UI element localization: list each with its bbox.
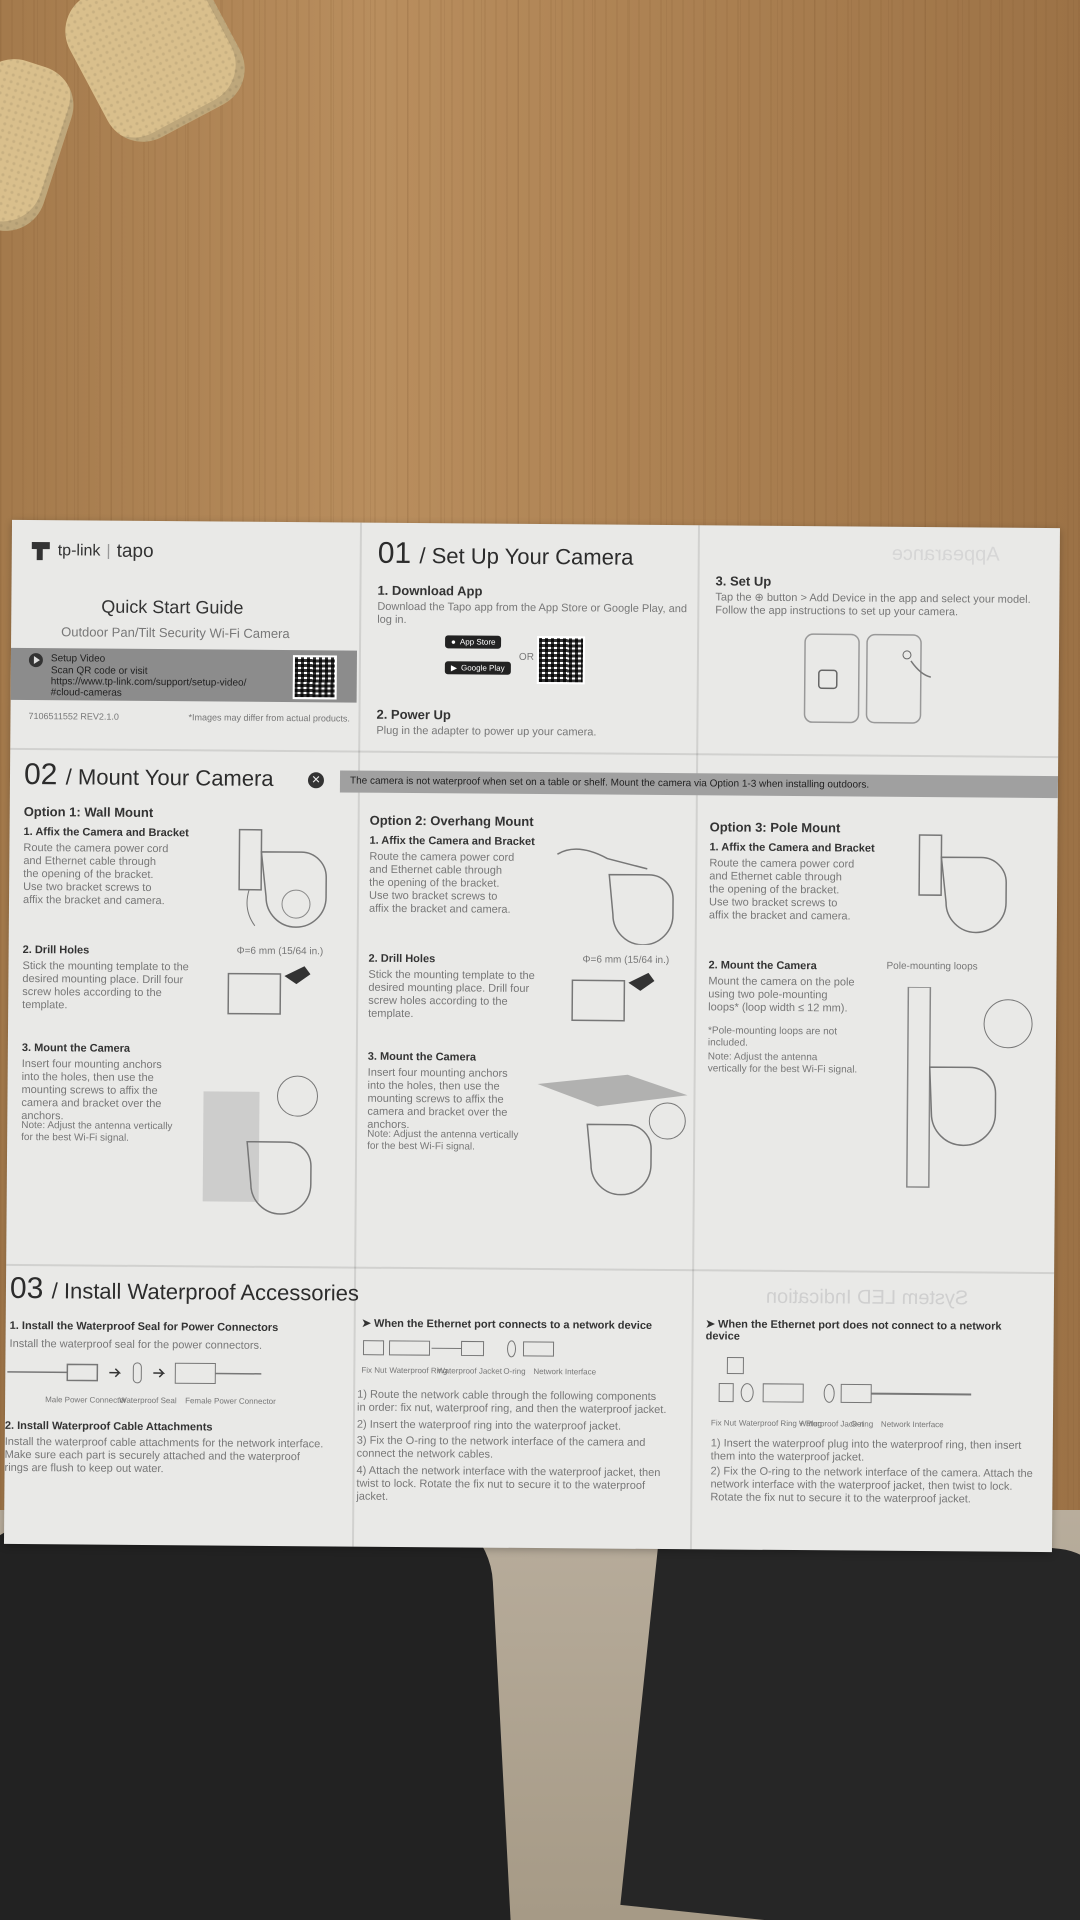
play-store-icon: ▶ bbox=[450, 663, 458, 673]
warning-icon: ✕ bbox=[307, 772, 325, 789]
option-1-drill-body: Stick the mounting template to the desir… bbox=[22, 959, 189, 1012]
section-03-title: 03 / Install Waterproof Accessories bbox=[9, 1271, 360, 1306]
option-2-drill-body: Stick the mounting template to the desir… bbox=[368, 968, 535, 1021]
eth-not-connected-parts-diagram bbox=[718, 1357, 972, 1404]
waterproof-seal-label: Waterproof Seal bbox=[119, 1395, 177, 1406]
or-label: OR bbox=[518, 651, 534, 663]
option-2-antenna-note: Note: Adjust the antenna vertically for … bbox=[367, 1128, 519, 1153]
cable-title: 2. Install Waterproof Cable Attachments bbox=[4, 1419, 213, 1434]
apple-icon: ● bbox=[451, 637, 456, 647]
play-icon bbox=[28, 653, 43, 668]
download-app-body: Download the Tapo app from the App Store… bbox=[377, 600, 688, 626]
option-1-affix-title: 1. Affix the Camera and Bracket bbox=[23, 825, 189, 840]
seal-body: Install the waterproof seal for the powe… bbox=[9, 1337, 263, 1352]
eth-connected-step-3: 3) Fix the O-ring to the network interfa… bbox=[356, 1434, 646, 1461]
male-connector-label: Male Power Connector bbox=[45, 1395, 127, 1405]
setup-video-label: Setup Video bbox=[50, 653, 106, 665]
power-up-title: 2. Power Up bbox=[376, 706, 451, 723]
setup-video-url-anchor: #cloud-cameras bbox=[50, 687, 122, 699]
guide-title: Quick Start Guide bbox=[101, 596, 244, 618]
option-2-affix-title: 1. Affix the Camera and Bracket bbox=[369, 834, 535, 848]
female-connector-label: Female Power Connector bbox=[185, 1396, 276, 1406]
download-app-title: 1. Download App bbox=[377, 582, 483, 599]
tplink-wordmark: tp-link bbox=[57, 542, 101, 560]
set-up-title: 3. Set Up bbox=[715, 573, 772, 589]
eth-connected-step-4: 4) Attach the network interface with the… bbox=[356, 1464, 661, 1503]
eth-not-connected-part-4: O-ring bbox=[850, 1419, 874, 1429]
option-3-mount-title: 2. Mount the Camera bbox=[708, 959, 817, 973]
eth-connected-part-4: O-ring bbox=[503, 1366, 526, 1376]
option-1-antenna-note: Note: Adjust the antenna vertically for … bbox=[21, 1119, 173, 1144]
tplink-logo: tp-link | tapo bbox=[30, 540, 154, 563]
section-02-title: 02 / Mount Your Camera bbox=[23, 757, 274, 792]
plush-toy-leg bbox=[51, 0, 259, 156]
disclaimer: *Images may differ from actual products. bbox=[188, 712, 350, 724]
eth-not-connected-step-1: 1) Insert the waterproof plug into the w… bbox=[710, 1437, 1022, 1464]
ghost-system-led-heading: System LED Indication bbox=[765, 1285, 969, 1310]
overhang-drill-illustration bbox=[571, 972, 655, 1022]
pants-right bbox=[620, 1507, 1080, 1920]
pole-loops-note: *Pole-mounting loops are not included. bbox=[707, 1025, 838, 1049]
eth-connected-parts-diagram bbox=[362, 1340, 555, 1358]
eth-connected-step-1: 1) Route the network cable through the f… bbox=[357, 1388, 667, 1417]
quick-start-guide-sheet: tp-link | tapo Quick Start Guide Outdoor… bbox=[3, 519, 1060, 1553]
section-01-title: 01 / Set Up Your Camera bbox=[377, 536, 634, 571]
guide-subtitle: Outdoor Pan/Tilt Security Wi-Fi Camera bbox=[61, 624, 290, 642]
wall-drill-illustration bbox=[227, 966, 311, 1015]
eth-connected-step-2: 2) Insert the waterproof ring into the w… bbox=[356, 1418, 622, 1433]
plush-toy-leg bbox=[0, 48, 84, 242]
option-1-title: Option 1: Wall Mount bbox=[23, 803, 154, 821]
phone-app-illustration bbox=[803, 633, 931, 724]
pole-mount-camera-illustration bbox=[906, 986, 1033, 1188]
tapo-wordmark: tapo bbox=[116, 540, 154, 562]
pole-affix-illustration bbox=[918, 834, 1007, 934]
wall-mount-camera-illustration bbox=[202, 1075, 318, 1215]
google-play-badge[interactable]: ▶Google Play bbox=[444, 661, 511, 675]
seal-title: 1. Install the Waterproof Seal for Power… bbox=[9, 1319, 279, 1334]
eth-connected-part-3: Waterproof Jacket bbox=[437, 1366, 503, 1376]
option-1-affix-body: Route the camera power cord and Ethernet… bbox=[22, 841, 169, 908]
eth-not-connected-part-5: Network Interface bbox=[880, 1419, 944, 1430]
overhang-mount-camera-illustration bbox=[537, 1074, 688, 1196]
ghost-appearance-heading: Appearance bbox=[891, 542, 1000, 566]
set-up-body: Tap the ⊕ button > Add Device in the app… bbox=[715, 591, 1031, 619]
app-store-badge[interactable]: ●App Store bbox=[445, 635, 502, 649]
eth-not-connected-step-2: 2) Fix the O-ring to the network interfa… bbox=[710, 1465, 1033, 1506]
option-2-drill-title: 2. Drill Holes bbox=[368, 952, 436, 966]
option-1-drill-size: Φ=6 mm (15/64 in.) bbox=[236, 945, 324, 958]
option-1-mount-title: 3. Mount the Camera bbox=[21, 1041, 131, 1055]
cable-body: Install the waterproof cable attachments… bbox=[4, 1435, 324, 1476]
option-2-title: Option 2: Overhang Mount bbox=[369, 812, 534, 829]
pants-left bbox=[0, 1501, 511, 1920]
option-1-mount-body: Insert four mounting anchors into the ho… bbox=[21, 1057, 162, 1123]
eth-not-connected-part-1: Fix Nut bbox=[710, 1418, 737, 1428]
option-2-mount-title: 3. Mount the Camera bbox=[367, 1050, 477, 1064]
option-3-affix-title: 1. Affix the Camera and Bracket bbox=[709, 841, 875, 855]
option-1-drill-title: 2. Drill Holes bbox=[22, 943, 90, 957]
eth-connected-part-5: Network Interface bbox=[533, 1367, 597, 1377]
overhang-affix-illustration bbox=[557, 848, 674, 946]
option-2-drill-size: Φ=6 mm (15/64 in.) bbox=[582, 954, 670, 967]
option-3-title: Option 3: Pole Mount bbox=[709, 819, 841, 836]
option-2-mount-body: Insert four mounting anchors into the ho… bbox=[367, 1066, 508, 1132]
tplink-logo-icon bbox=[31, 542, 50, 561]
option-3-antenna-note: Note: Adjust the antenna vertically for … bbox=[707, 1051, 858, 1076]
pole-loops-label: Pole-mounting loops bbox=[886, 960, 978, 973]
wall-mount-affix-illustration bbox=[238, 828, 327, 928]
option-3-mount-body: Mount the camera on the pole using two p… bbox=[708, 975, 855, 1015]
model-code: 7106511552 REV2.1.0 bbox=[28, 711, 119, 722]
app-download-qr-code[interactable] bbox=[536, 636, 586, 685]
eth-connected-title: ➤ When the Ethernet port connects to a n… bbox=[361, 1317, 653, 1332]
power-connector-diagram bbox=[7, 1362, 262, 1385]
option-2-affix-body: Route the camera power cord and Ethernet… bbox=[368, 850, 515, 916]
eth-not-connected-title: ➤ When the Ethernet port does not connec… bbox=[705, 1318, 1002, 1343]
power-up-body: Plug in the adapter to power up your cam… bbox=[376, 724, 597, 739]
setup-video-qr-code[interactable] bbox=[292, 655, 337, 700]
option-3-affix-body: Route the camera power cord and Ethernet… bbox=[708, 857, 855, 923]
eth-connected-part-1: Fix Nut bbox=[361, 1365, 387, 1375]
